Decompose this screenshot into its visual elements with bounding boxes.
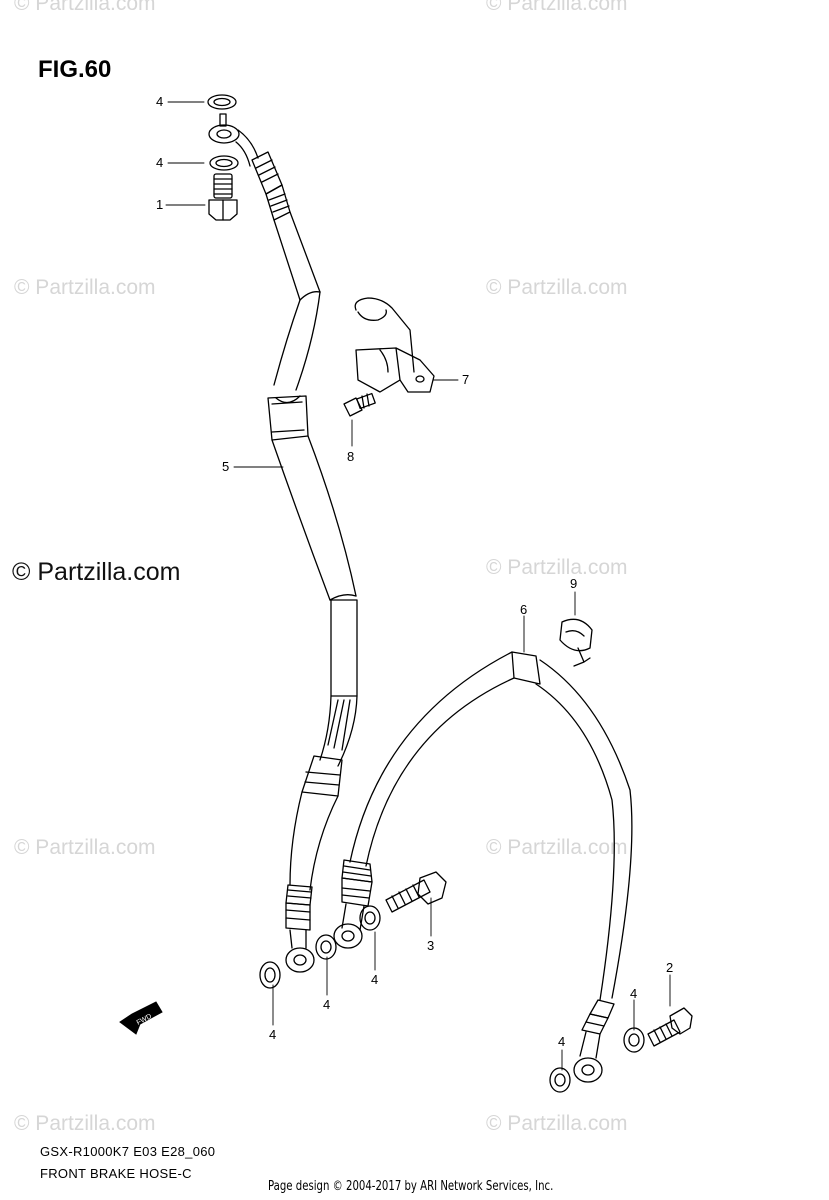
callout-1: 1 bbox=[156, 197, 164, 212]
callout-4: 4 bbox=[558, 1034, 566, 1049]
watermark-prominent: © Partzilla.com bbox=[12, 558, 181, 586]
watermark: © Partzilla.com bbox=[14, 836, 156, 859]
callout-4: 4 bbox=[371, 972, 379, 987]
model-code: GSX-R1000K7 E03 E28_060 bbox=[40, 1144, 216, 1159]
watermark: © Partzilla.com bbox=[486, 1112, 628, 1135]
watermark: © Partzilla.com bbox=[486, 836, 628, 859]
watermark: © Partzilla.com bbox=[486, 556, 628, 579]
forward-direction-arrow-icon: FWD bbox=[119, 1001, 163, 1035]
callout-3: 3 bbox=[427, 938, 435, 953]
copyright-credit: Page design © 2004-2017 by ARI Network S… bbox=[268, 1179, 554, 1194]
callout-4: 4 bbox=[323, 997, 331, 1012]
callout-4: 4 bbox=[269, 1027, 277, 1042]
watermark: © Partzilla.com bbox=[14, 276, 156, 299]
callout-4: 4 bbox=[630, 986, 638, 1001]
watermark: © Partzilla.com bbox=[486, 0, 628, 15]
callout-5: 5 bbox=[222, 459, 230, 474]
callout-4: 4 bbox=[156, 155, 164, 170]
watermark: © Partzilla.com bbox=[14, 0, 156, 15]
callout-7: 7 bbox=[462, 372, 470, 387]
figure-title: FIG.60 bbox=[38, 56, 112, 83]
callout-9: 9 bbox=[570, 576, 578, 591]
callout-8: 8 bbox=[347, 449, 355, 464]
watermark: © Partzilla.com bbox=[486, 276, 628, 299]
figure-description: FRONT BRAKE HOSE-C bbox=[40, 1166, 192, 1181]
watermark: © Partzilla.com bbox=[14, 1112, 156, 1135]
callout-4: 4 bbox=[156, 94, 164, 109]
callout-6: 6 bbox=[520, 602, 528, 617]
callout-2: 2 bbox=[666, 960, 674, 975]
